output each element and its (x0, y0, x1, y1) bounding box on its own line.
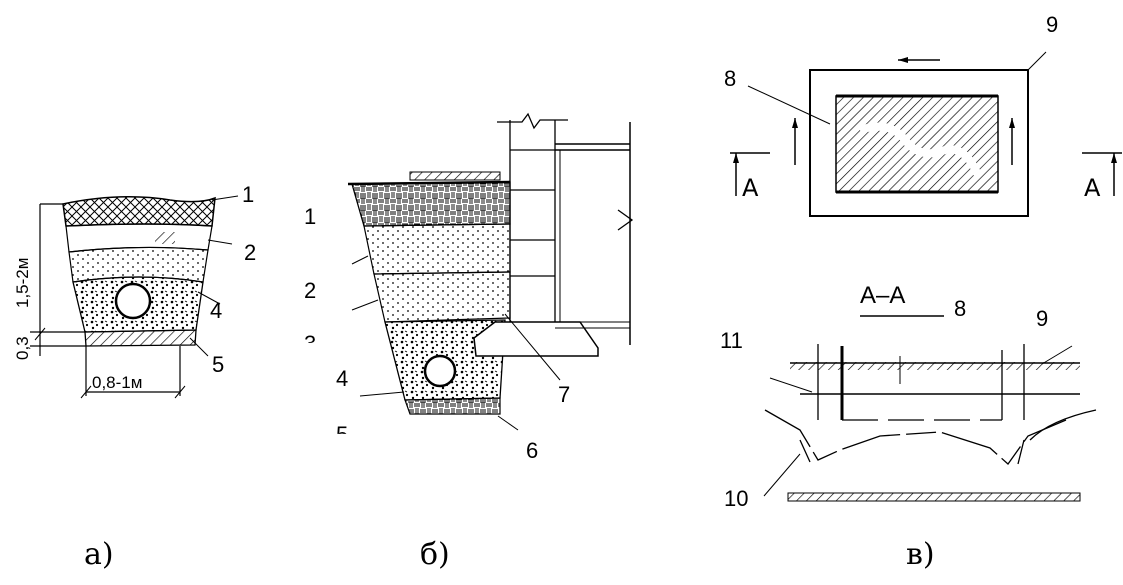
panel-a-label-1: 1 (242, 182, 255, 207)
section-label-9: 9 (1036, 306, 1049, 331)
section-label-8: 8 (954, 296, 967, 321)
panel-c-plan (730, 51, 1122, 217)
panel-b-label-4: 4 (336, 366, 349, 391)
panel-b-layer-3 (373, 271, 511, 323)
panel-a-layer-5 (84, 329, 197, 347)
panel-a-label-4: 4 (210, 298, 223, 323)
panel-b-pipe (423, 354, 457, 388)
section-label-10: 10 (724, 486, 749, 511)
panel-b-trench (347, 112, 634, 431)
section-label-11: 11 (720, 328, 743, 353)
panel-b-layer-5 (404, 397, 501, 415)
panel-b-layer-2 (363, 223, 511, 275)
plan-hatched-area (835, 95, 999, 193)
plan-outer-frame (809, 69, 1029, 217)
panel-a-label-5: 5 (212, 352, 225, 377)
panel-a-layer-1 (62, 196, 216, 227)
panel-b-layer-1 (351, 181, 511, 227)
cut-mark-left: А (742, 174, 759, 202)
panel-a-pipe (114, 282, 152, 320)
panel-a-depth-dimension: 1,5-2м (13, 257, 32, 308)
panel-b-label-6: 6 (526, 438, 539, 463)
panel-a-trench (30, 195, 239, 399)
plan-label-8: 8 (724, 66, 737, 91)
plan-label-9: 9 (1046, 12, 1059, 37)
panel-a-caption: а) (84, 537, 114, 572)
panel-c-caption: в) (906, 537, 935, 572)
panel-b-label-3: 3 (304, 331, 317, 356)
panel-c-section (763, 315, 1097, 502)
panel-b-label-1: 1 (304, 204, 317, 229)
panel-b-caption: б) (420, 537, 450, 572)
panel-a-bottom-dimension: 0,3 (13, 336, 32, 360)
panel-a-width-dimension: 0,8-1м (92, 373, 143, 392)
panel-a-label-2: 2 (244, 240, 257, 265)
panel-b-footing (473, 321, 599, 357)
panel-b-label-2: 2 (304, 278, 317, 303)
panel-b-label-5: 5 (336, 422, 349, 447)
cut-mark-right: А (1084, 174, 1101, 202)
panel-b-label-7: 7 (558, 382, 571, 407)
section-title: А–А (860, 282, 906, 309)
